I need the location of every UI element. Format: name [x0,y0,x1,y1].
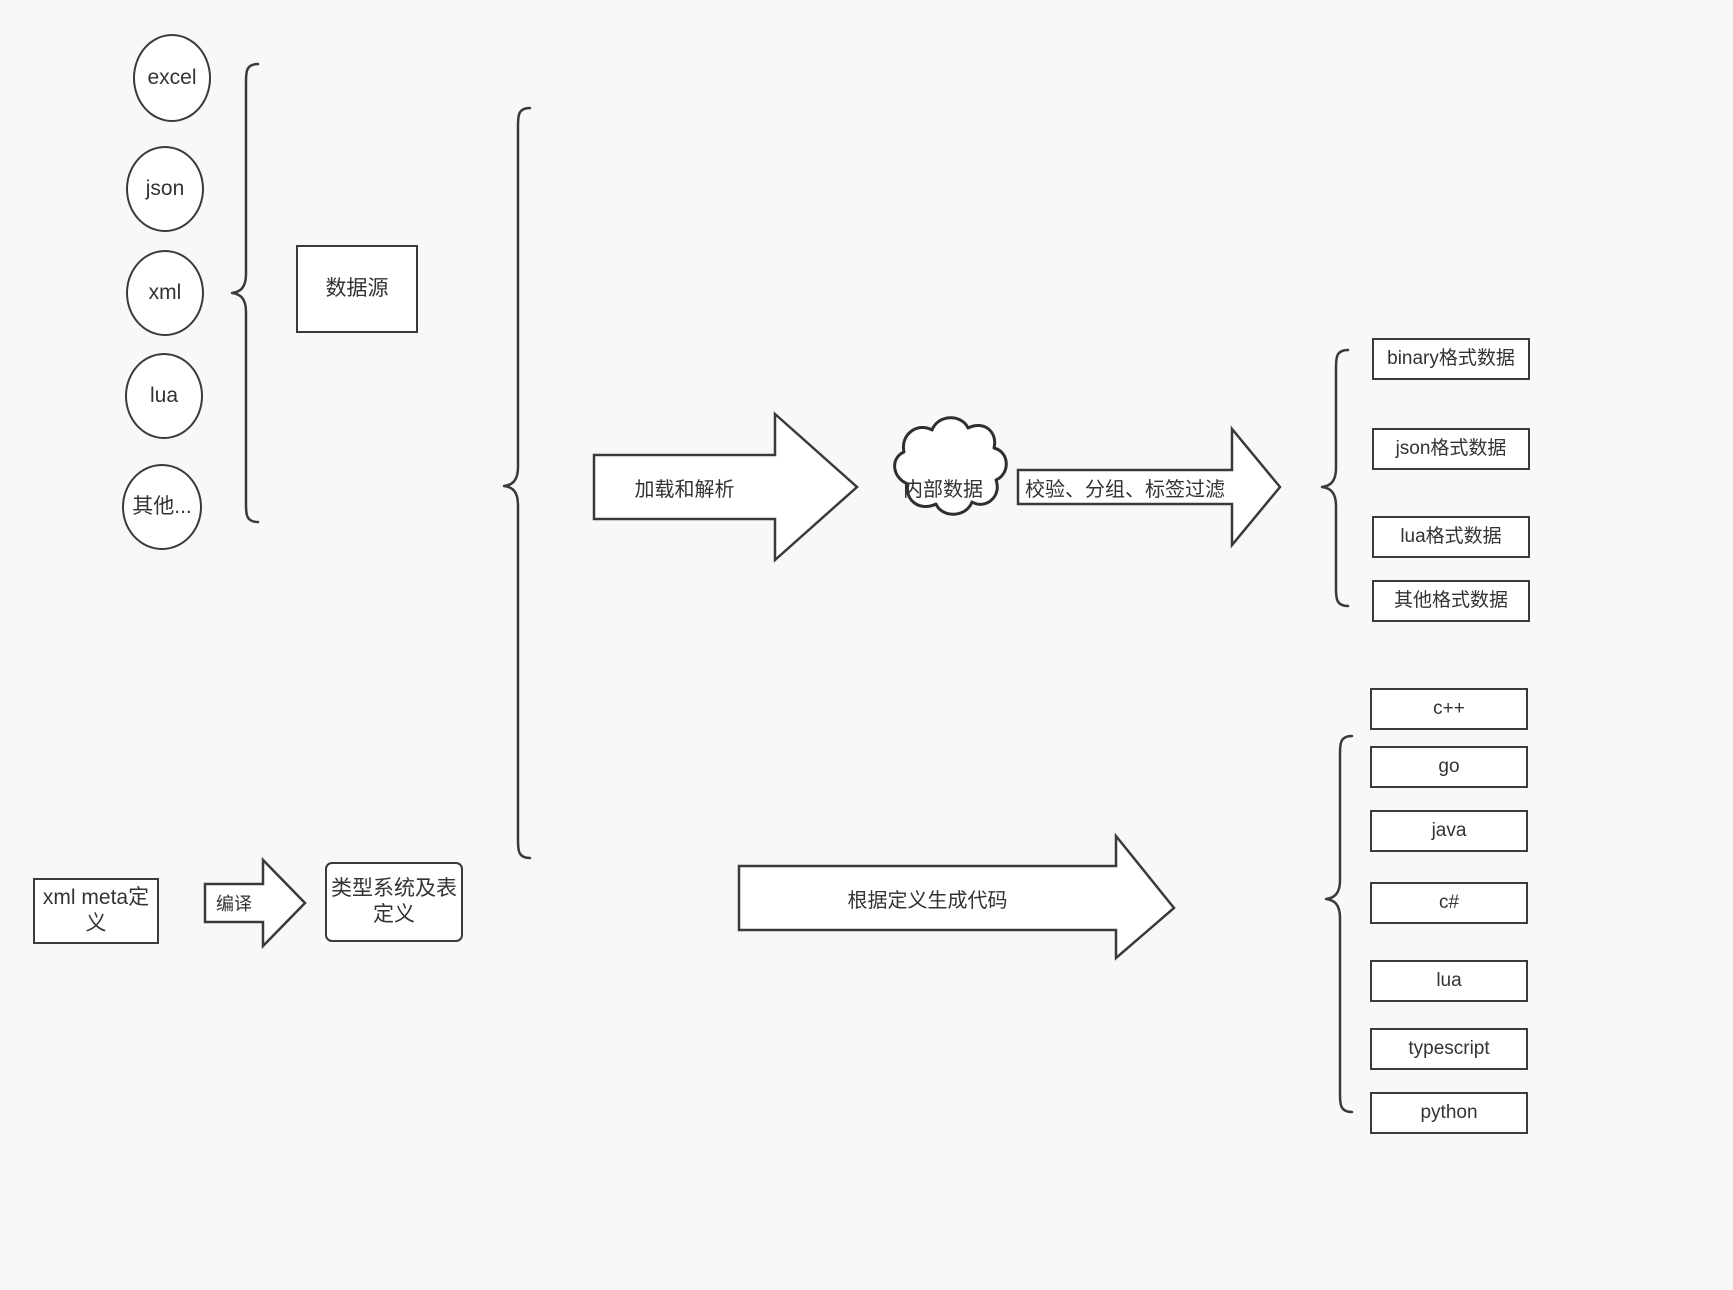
source-label: xml [148,280,182,304]
output-language-cpp[interactable]: c++ [1370,688,1528,730]
source-label: excel [147,65,197,89]
xml-meta-definition-box[interactable]: xml meta定 义 [33,878,159,944]
source-node-json[interactable]: json [126,146,204,232]
source-node-lua[interactable]: lua [125,353,203,439]
arrow-compile [203,856,307,950]
output-language-java[interactable]: java [1370,810,1528,852]
output-format-label: 其他格式数据 [1393,590,1508,612]
source-node-excel[interactable]: excel [133,34,211,122]
source-label: lua [149,383,179,407]
arrow-validate-filter [1016,425,1282,549]
xml-meta-definition-label: xml meta定 义 [42,885,150,935]
source-node-xml[interactable]: xml [126,250,204,336]
output-format-binary[interactable]: binary格式数据 [1372,338,1530,380]
output-language-lua[interactable]: lua [1370,960,1528,1002]
data-source-label: 数据源 [325,276,389,300]
output-format-lua[interactable]: lua格式数据 [1372,516,1530,558]
output-language-label: c# [1438,892,1460,914]
output-language-typescript[interactable]: typescript [1370,1028,1528,1070]
output-language-label: go [1438,756,1460,778]
arrow-load-parse [592,411,859,563]
brace-output-formats [1320,348,1350,608]
output-format-label: lua格式数据 [1400,526,1502,548]
output-language-label: java [1431,820,1467,842]
brace-inputs [502,106,532,860]
output-language-label: typescript [1408,1038,1490,1060]
type-system-box[interactable]: 类型系统及表 定义 [325,862,463,942]
source-label: 其他... [132,494,192,518]
brace-output-languages [1324,734,1354,1114]
output-format-label: json格式数据 [1395,438,1507,460]
data-source-box[interactable]: 数据源 [296,245,418,333]
output-format-json[interactable]: json格式数据 [1372,428,1530,470]
output-language-go[interactable]: go [1370,746,1528,788]
output-format-label: binary格式数据 [1387,348,1515,370]
output-language-python[interactable]: python [1370,1092,1528,1134]
brace-data-sources [230,62,260,524]
source-node-other[interactable]: 其他... [122,464,202,550]
arrow-generate-code [737,832,1176,961]
output-format-other[interactable]: 其他格式数据 [1372,580,1530,622]
output-language-label: c++ [1433,698,1465,720]
cloud-internal-data [893,416,1008,516]
output-language-label: lua [1436,970,1462,992]
source-label: json [145,176,185,200]
output-language-csharp[interactable]: c# [1370,882,1528,924]
output-language-label: python [1420,1102,1478,1124]
type-system-label: 类型系统及表 定义 [331,876,457,926]
